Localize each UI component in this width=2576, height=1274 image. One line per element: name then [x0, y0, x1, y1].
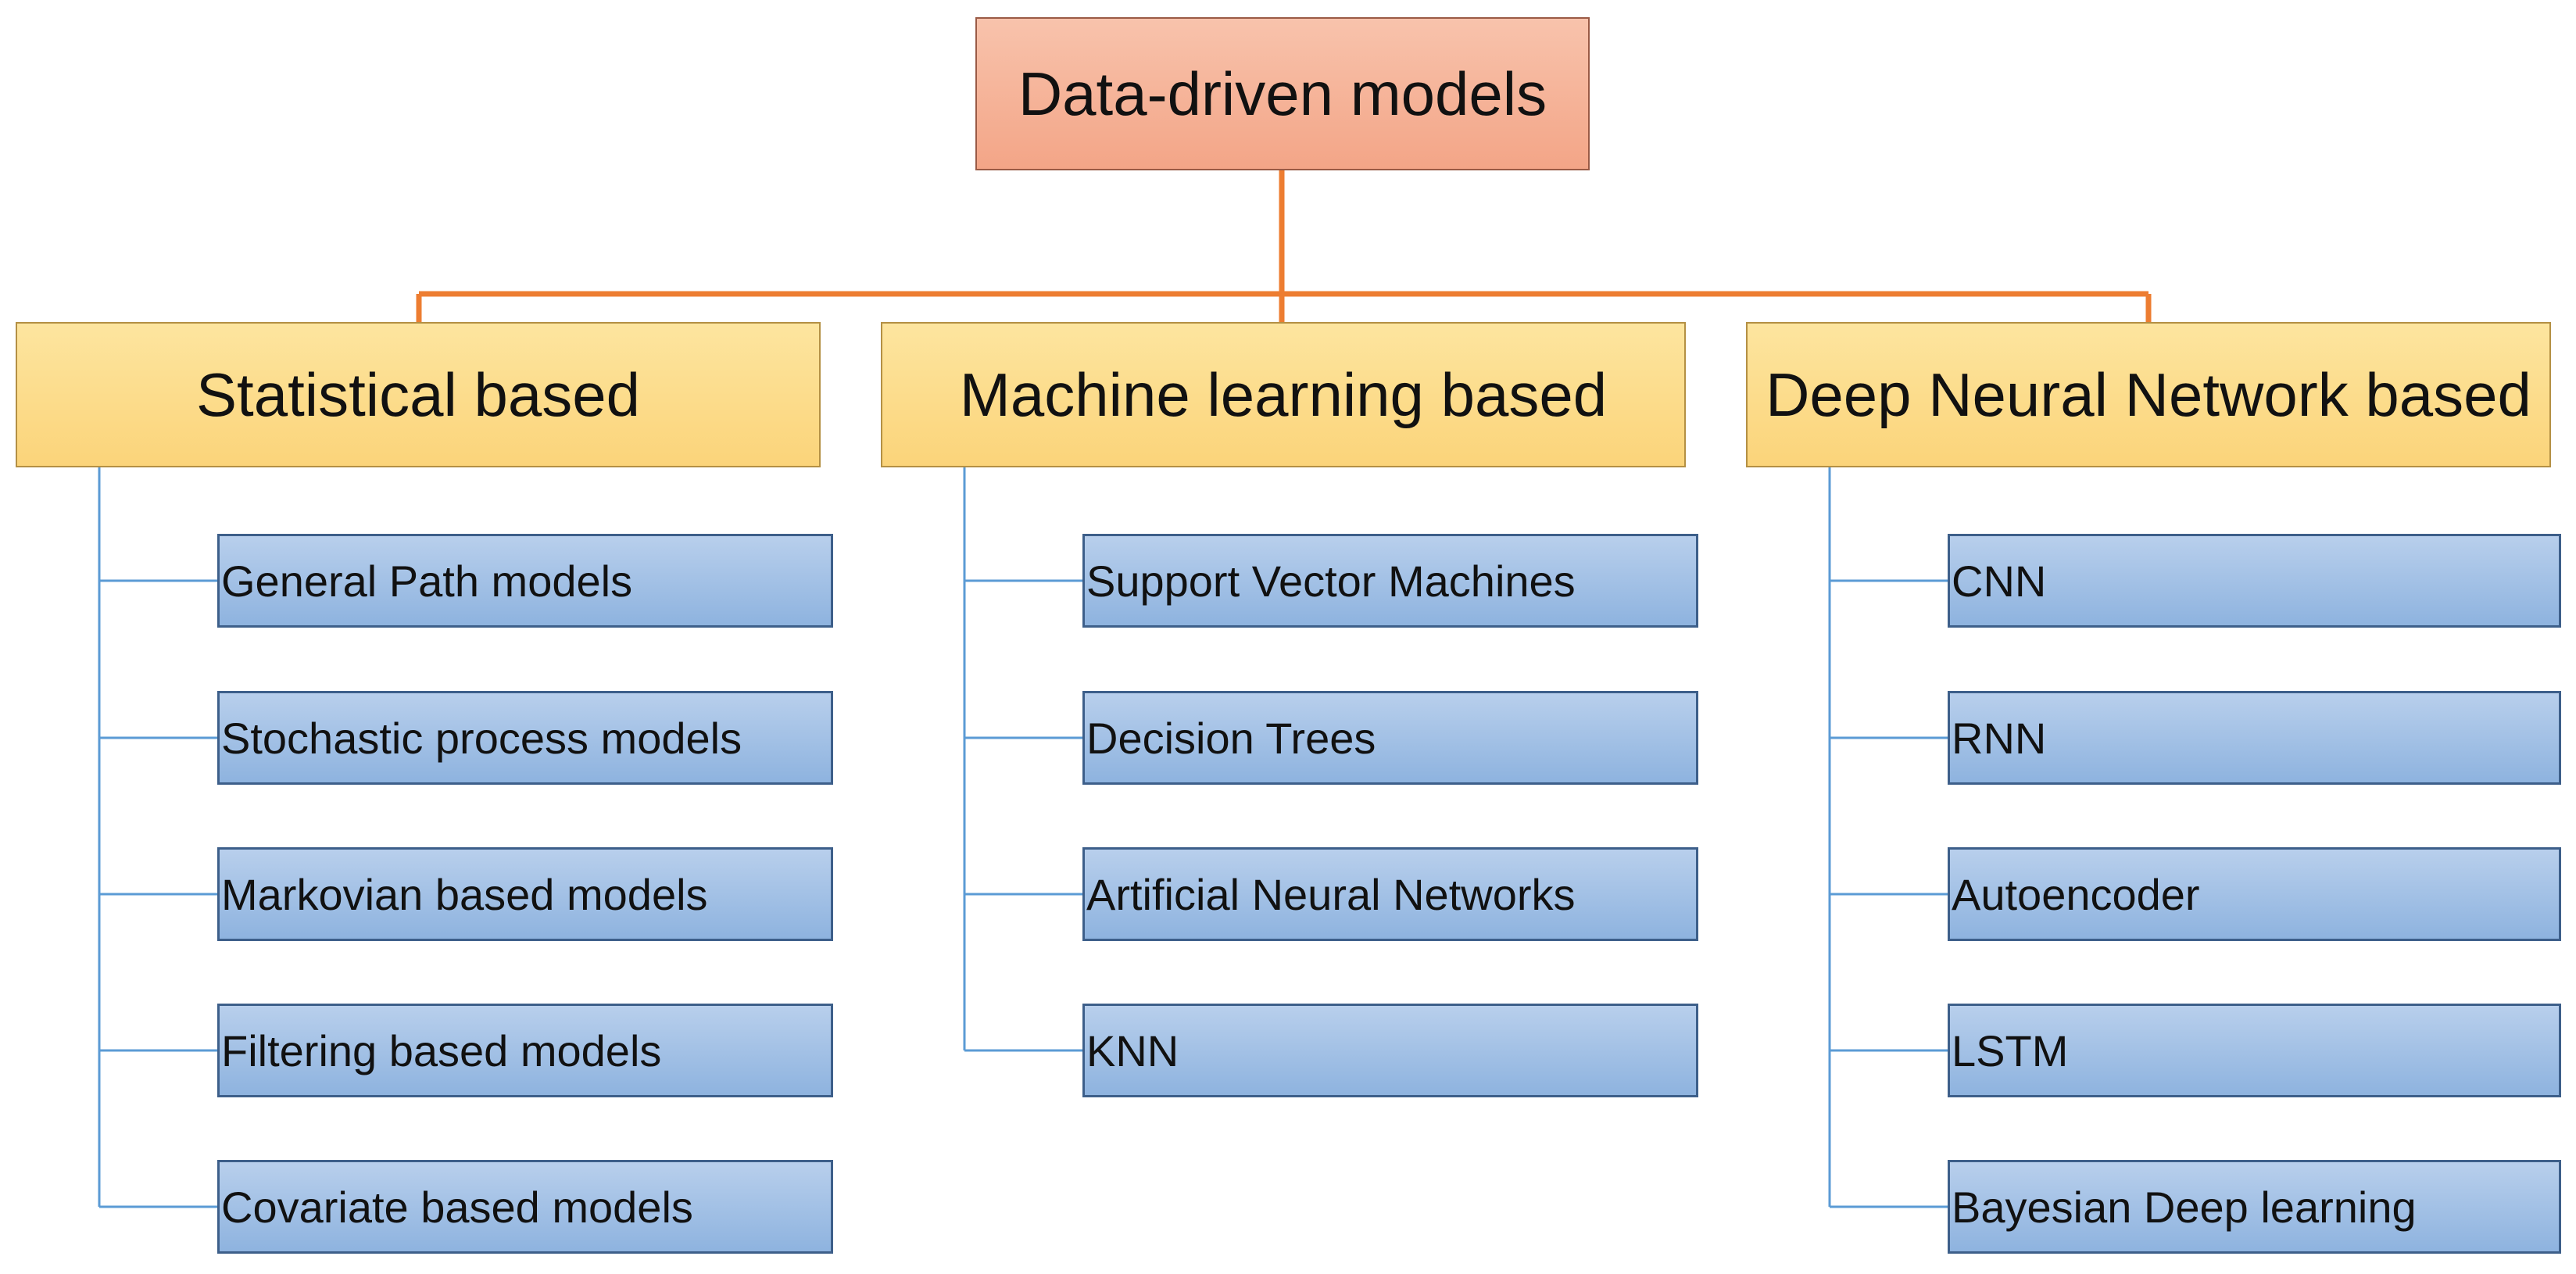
- leaf-label: Covariate based models: [221, 1182, 693, 1232]
- leaf-lstm: LSTM: [1948, 1004, 2561, 1097]
- category-label: Machine learning based: [959, 360, 1608, 429]
- category-deep-neural-network: Deep Neural Network based: [1746, 322, 2551, 467]
- leaf-artificial-neural-networks: Artificial Neural Networks: [1082, 847, 1698, 941]
- leaf-label: Decision Trees: [1086, 713, 1376, 763]
- leaf-label: Markovian based models: [221, 869, 708, 919]
- leaf-label: CNN: [1952, 556, 2047, 606]
- leaf-support-vector-machines: Support Vector Machines: [1082, 534, 1698, 628]
- leaf-cnn: CNN: [1948, 534, 2561, 628]
- leaf-markovian-based-models: Markovian based models: [217, 847, 833, 941]
- leaf-decision-trees: Decision Trees: [1082, 691, 1698, 785]
- leaf-label: RNN: [1952, 713, 2047, 763]
- leaf-covariate-based-models: Covariate based models: [217, 1160, 833, 1254]
- root-label: Data-driven models: [1018, 59, 1547, 128]
- leaf-autoencoder: Autoencoder: [1948, 847, 2561, 941]
- leaf-knn: KNN: [1082, 1004, 1698, 1097]
- leaf-bayesian-deep-learning: Bayesian Deep learning: [1948, 1160, 2561, 1254]
- leaf-label: General Path models: [221, 556, 633, 606]
- leaf-label: KNN: [1086, 1025, 1179, 1075]
- leaf-filtering-based-models: Filtering based models: [217, 1004, 833, 1097]
- leaf-label: Support Vector Machines: [1086, 556, 1576, 606]
- leaf-general-path-models: General Path models: [217, 534, 833, 628]
- leaf-label: LSTM: [1952, 1025, 2069, 1075]
- category-label: Statistical based: [196, 360, 640, 429]
- category-machine-learning: Machine learning based: [881, 322, 1686, 467]
- root-node: Data-driven models: [975, 17, 1590, 170]
- leaf-rnn: RNN: [1948, 691, 2561, 785]
- leaf-label: Stochastic process models: [221, 713, 742, 763]
- leaf-label: Artificial Neural Networks: [1086, 869, 1576, 919]
- leaf-label: Filtering based models: [221, 1025, 662, 1075]
- leaf-label: Autoencoder: [1952, 869, 2200, 919]
- leaf-label: Bayesian Deep learning: [1952, 1182, 2417, 1232]
- category-statistical: Statistical based: [16, 322, 821, 467]
- category-label: Deep Neural Network based: [1766, 360, 2531, 429]
- leaf-stochastic-process-models: Stochastic process models: [217, 691, 833, 785]
